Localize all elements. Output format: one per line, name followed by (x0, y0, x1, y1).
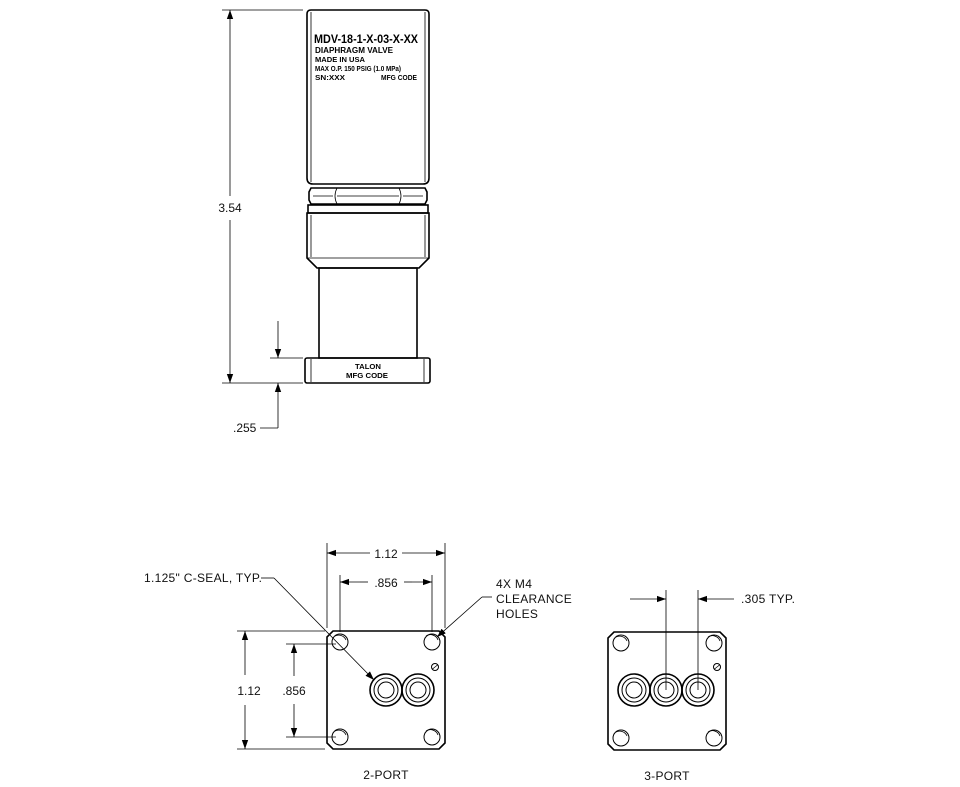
base-height-dimension: .255 (233, 321, 303, 435)
overall-height-label: 3.54 (218, 201, 242, 215)
valve-base-flange: TALON MFG CODE (304, 357, 431, 384)
port-spacing-dimension: .305 TYP. (630, 590, 795, 690)
clearance-holes-text-3: HOLES (496, 607, 538, 621)
port-1 (617, 673, 651, 707)
mounting-hole-bottom-right (705, 729, 723, 747)
two-port-height-dimension: 1.12 (237, 630, 325, 750)
two-port-view: 1.12 .856 1.12 .856 (144, 543, 572, 782)
mounting-hole-top-right (423, 633, 441, 651)
two-port-width-label: 1.12 (374, 547, 398, 561)
serial-text: SN:XXX (315, 75, 345, 82)
three-port-view: .305 TYP. 3-PORT (607, 590, 795, 783)
hex-nut (308, 187, 428, 205)
overall-height-dimension: 3.54 (218, 9, 303, 384)
mounting-hole-top-left (331, 633, 349, 651)
c-seal-callout: 1.125" C-SEAL, TYP. (144, 571, 375, 681)
part-number-text: MDV-18-1-X-03-X-XX (314, 34, 418, 46)
three-port-block (607, 631, 727, 751)
clearance-holes-text-2: CLEARANCE (496, 592, 572, 606)
two-port-title: 2-PORT (363, 768, 409, 782)
mounting-hole-top-right (705, 634, 723, 652)
two-port-hole-spacing-x-dimension: .856 (339, 575, 433, 632)
clearance-holes-text-1: 4X M4 (496, 577, 532, 591)
base-brand-text: TALON (355, 362, 381, 371)
pressure-text: MAX O.P. 150 PSIG (1.0 MPa) (315, 66, 401, 73)
valve-marking: MDV-18-1-X-03-X-XX DIAPHRAGM VALVE MADE … (314, 34, 418, 82)
three-port-title: 3-PORT (644, 769, 690, 783)
base-mfg-code-text: MFG CODE (346, 371, 388, 380)
two-port-mounting-holes (331, 633, 441, 746)
body-mfg-code-text: MFG CODE (381, 75, 417, 82)
valve-body-cylinder (306, 9, 430, 185)
mounting-hole-top-left (612, 634, 630, 652)
two-port-hole-spacing-x-label: .856 (374, 576, 398, 590)
two-port-hole-spacing-y-label: .856 (282, 684, 306, 698)
origin-text: MADE IN USA (315, 55, 366, 64)
valve-stem (318, 267, 418, 359)
description-text: DIAPHRAGM VALVE (315, 46, 394, 55)
mounting-hole-bottom-right (423, 728, 441, 746)
two-port-hole-spacing-y-dimension: .856 (282, 643, 336, 738)
base-height-label: .255 (233, 421, 257, 435)
port-spacing-label: .305 TYP. (741, 592, 795, 606)
valve-side-view: MDV-18-1-X-03-X-XX DIAPHRAGM VALVE MADE … (218, 9, 431, 435)
valve-collar (306, 204, 430, 269)
port-1 (369, 673, 403, 707)
c-seal-callout-text: 1.125" C-SEAL, TYP. (144, 571, 262, 585)
mounting-hole-bottom-left (612, 729, 630, 747)
clearance-holes-callout: 4X M4 CLEARANCE HOLES (436, 577, 572, 638)
two-port-width-dimension: 1.12 (326, 543, 446, 628)
port-2 (401, 673, 435, 707)
two-port-height-label: 1.12 (237, 684, 261, 698)
three-port-mounting-holes (612, 634, 723, 747)
three-port-locator-screw (713, 663, 721, 671)
two-port-locator-screw (431, 663, 439, 671)
two-port-ports (369, 673, 435, 707)
